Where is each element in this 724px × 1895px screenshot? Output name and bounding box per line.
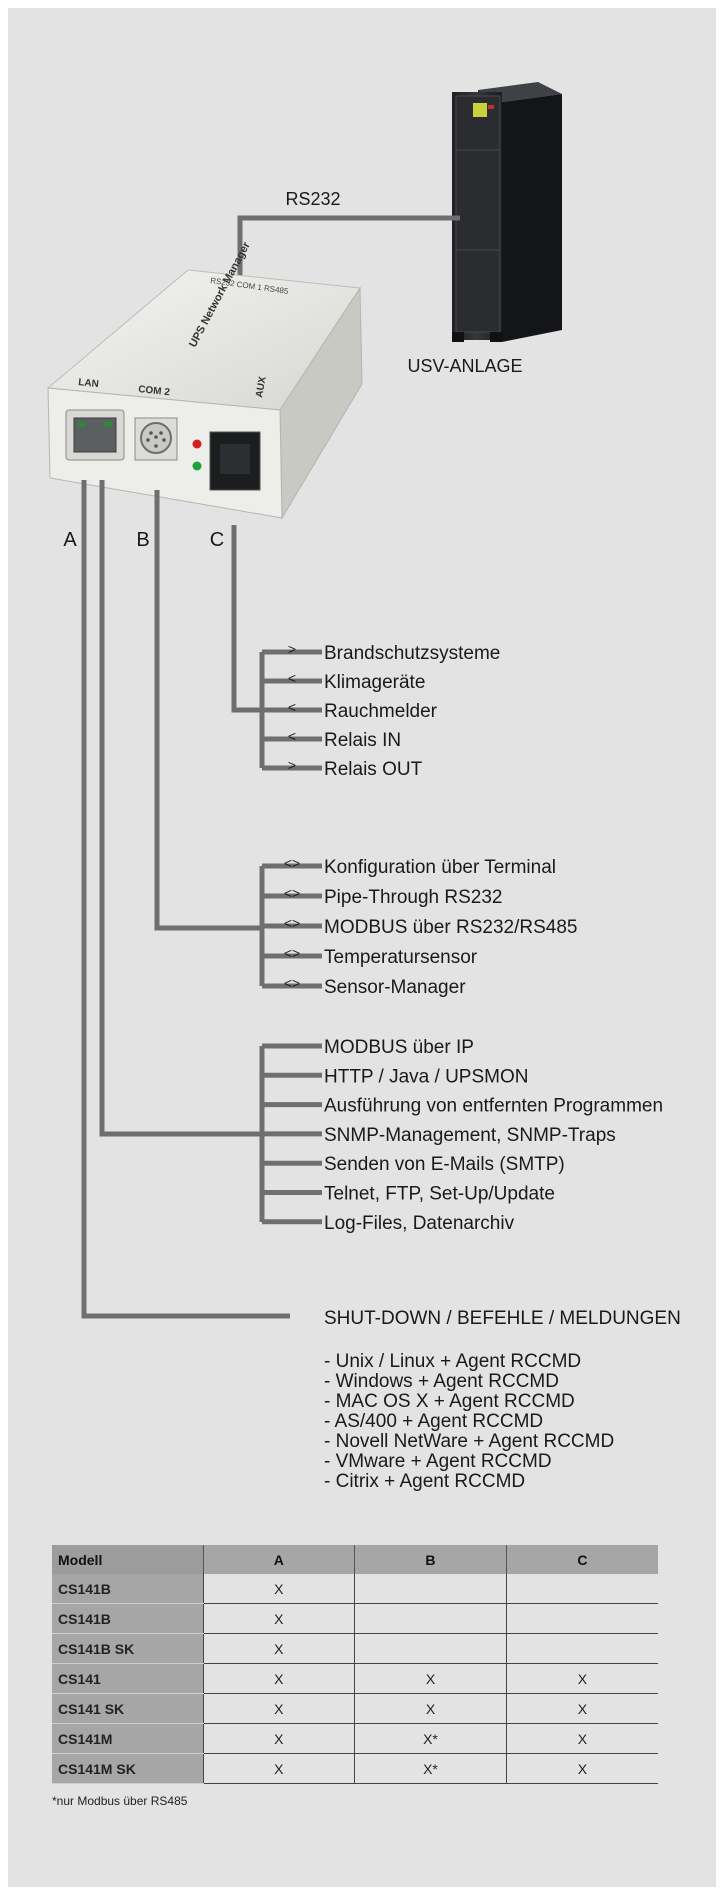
branch-label-b: Pipe-Through RS232 xyxy=(324,887,503,908)
port-label-a: A xyxy=(63,529,77,551)
os-list-item: - Windows + Agent RCCMD xyxy=(324,1371,559,1392)
red-led-icon xyxy=(192,439,202,449)
os-list-item: - Novell NetWare + Agent RCCMD xyxy=(324,1431,615,1452)
branch-label-c: Relais IN xyxy=(324,730,401,751)
port-b-line xyxy=(154,490,262,931)
table-cell: X xyxy=(354,1693,507,1724)
model-name-cell: CS141B SK xyxy=(52,1633,203,1664)
table-cell xyxy=(505,1574,658,1604)
table-cell xyxy=(354,1574,507,1604)
device-com2-label: COM 2 xyxy=(138,384,171,398)
table-cell: X* xyxy=(354,1723,507,1754)
direction-arrow-icon: > xyxy=(288,641,296,657)
branch-label-a: Log-Files, Datenarchiv xyxy=(324,1213,515,1234)
rs232-label: RS232 xyxy=(285,189,340,209)
table-cell: X xyxy=(505,1753,658,1784)
table-cell: X* xyxy=(354,1753,507,1784)
model-name-cell: CS141B xyxy=(52,1574,203,1604)
port-label-c: C xyxy=(210,529,224,551)
table-cell: X xyxy=(505,1693,658,1724)
table-cell xyxy=(354,1633,507,1664)
green-led-icon xyxy=(192,461,202,471)
device-lan-label: LAN xyxy=(78,377,100,390)
os-list-item: - VMware + Agent RCCMD xyxy=(324,1451,552,1472)
aux-port-icon xyxy=(209,431,261,491)
table-cell: X xyxy=(202,1574,355,1604)
direction-arrow-icon: <> xyxy=(284,915,300,931)
table-cell: X xyxy=(202,1633,355,1664)
branch-label-b: Temperatursensor xyxy=(324,947,478,968)
branch-label-b: MODBUS über RS232/RS485 xyxy=(324,917,577,938)
os-list-item: - Unix / Linux + Agent RCCMD xyxy=(324,1351,582,1372)
direction-arrow-icon: <> xyxy=(284,945,300,961)
direction-arrow-icon: < xyxy=(288,670,296,686)
model-name-cell: CS141 SK xyxy=(52,1693,203,1724)
table-header-cell: Modell xyxy=(52,1545,203,1574)
table-cell: X xyxy=(354,1663,507,1694)
direction-arrow-icon: < xyxy=(288,699,296,715)
model-name-cell: CS141B xyxy=(52,1603,203,1634)
ups-display-icon xyxy=(473,103,487,117)
branch-label-a: HTTP / Java / UPSMON xyxy=(324,1066,528,1087)
table-header-cell: A xyxy=(202,1545,355,1574)
shutdown-label: SHUT-DOWN / BEFEHLE / MELDUNGEN xyxy=(324,1308,681,1329)
port-c-line xyxy=(231,525,262,713)
branch-label-b: Sensor-Manager xyxy=(324,977,466,998)
model-name-cell: CS141M xyxy=(52,1723,203,1754)
network-manager-device-image: UPS Network Manager RS232 COM 1 RS485 LA… xyxy=(46,240,363,520)
table-cell: X xyxy=(202,1603,355,1634)
table-header-cell: B xyxy=(354,1545,507,1574)
table-cell xyxy=(505,1603,658,1634)
table-cell: X xyxy=(505,1723,658,1754)
direction-arrow-icon: > xyxy=(288,757,296,773)
device-aux-label: AUX xyxy=(254,375,269,398)
branch-label-c: Brandschutzsysteme xyxy=(324,643,500,664)
rs232-cable xyxy=(237,215,460,278)
port-label-b: B xyxy=(136,529,149,551)
branch-label-c: Relais OUT xyxy=(324,759,423,780)
port-a-branch-line xyxy=(99,480,262,1137)
port-a-line xyxy=(81,480,290,1319)
table-header-cell: C xyxy=(505,1545,658,1574)
branch-label-c: Klimageräte xyxy=(324,672,425,693)
branch-group: > Brandschutzsysteme < Klimageräte < Rauchmel… xyxy=(262,641,663,1234)
table-cell: X xyxy=(202,1723,355,1754)
branch-label-b: Konfiguration über Terminal xyxy=(324,857,556,878)
ups-label: USV-ANLAGE xyxy=(407,356,522,376)
direction-arrow-icon: <> xyxy=(284,855,300,871)
table-cell: X xyxy=(202,1753,355,1784)
table-cell: X xyxy=(202,1693,355,1724)
os-list-item: - MAC OS X + Agent RCCMD xyxy=(324,1391,575,1412)
branch-label-a: Ausführung von entfernten Programmen xyxy=(324,1096,663,1117)
model-name-cell: CS141M SK xyxy=(52,1753,203,1784)
direction-arrow-icon: <> xyxy=(284,975,300,991)
table-cell: X xyxy=(505,1663,658,1694)
table-cell xyxy=(354,1603,507,1634)
table-cell xyxy=(505,1633,658,1664)
ups-cabinet-image xyxy=(452,82,562,342)
model-name-cell: CS141 xyxy=(52,1663,203,1694)
direction-arrow-icon: < xyxy=(288,728,296,744)
branch-label-a: Senden von E-Mails (SMTP) xyxy=(324,1154,565,1175)
branch-label-a: Telnet, FTP, Set-Up/Update xyxy=(324,1184,555,1205)
branch-label-a: MODBUS über IP xyxy=(324,1037,474,1058)
os-list-item: - Citrix + Agent RCCMD xyxy=(324,1471,526,1492)
os-list-item: - AS/400 + Agent RCCMD xyxy=(324,1411,544,1432)
os-agent-list: - Unix / Linux + Agent RCCMD- Windows + … xyxy=(324,1352,614,1492)
direction-arrow-icon: <> xyxy=(284,885,300,901)
branch-label-c: Rauchmelder xyxy=(324,701,438,722)
table-footnote: *nur Modbus über RS485 xyxy=(52,1794,188,1808)
table-cell: X xyxy=(202,1663,355,1694)
branch-label-a: SNMP-Management, SNMP-Traps xyxy=(324,1125,616,1146)
